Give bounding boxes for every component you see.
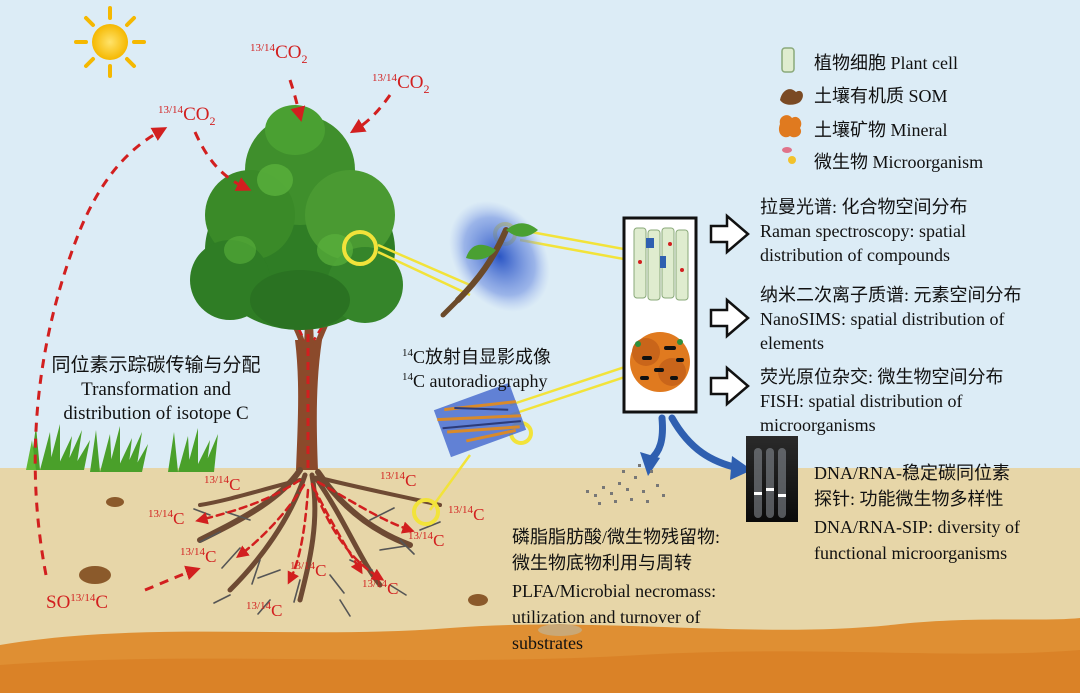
method-nanosims-zh: 纳米二次离子质谱: 元素空间分布	[760, 285, 1022, 305]
autoradiography-zh: 14C放射自显影成像	[402, 347, 552, 367]
c-label-4: 13/14C	[448, 504, 485, 524]
plant-cell-icon	[781, 47, 795, 73]
som-icon	[780, 89, 803, 105]
c-label-5: 13/14C	[408, 530, 445, 550]
sip-en2: functional microorganisms	[814, 543, 1008, 563]
c-label-6: 13/14C	[180, 546, 217, 566]
c-label-8: 13/14C	[362, 578, 399, 598]
method-raman-en1: Raman spectroscopy: spatial	[760, 221, 966, 241]
method-fish-en2: microorganisms	[760, 415, 876, 435]
microorganism-icon	[782, 147, 796, 164]
plfa-dots	[586, 464, 665, 505]
method-raman-zh: 拉曼光谱: 化合物空间分布	[760, 197, 968, 217]
blue-arrowhead-left	[640, 452, 660, 476]
method-nanosims-en2: elements	[760, 333, 824, 353]
so-c-label: SO13/14C	[46, 592, 109, 613]
c-label-3: 13/14C	[148, 508, 185, 528]
mineral-icon	[778, 115, 802, 138]
legend-microorganism: 微生物 Microorganism	[814, 152, 984, 172]
method-fish-en1: FISH: spatial distribution of	[760, 391, 963, 411]
co2-flow-arrows	[33, 79, 392, 592]
legend-som: 土壤有机质 SOM	[814, 86, 948, 106]
soil-particles	[79, 497, 582, 636]
plfa-en3: substrates	[512, 633, 583, 653]
root-autoradiography-image	[433, 382, 527, 458]
plfa-en2: utilization and turnover of	[512, 607, 701, 627]
isotope-transport-en2: distribution of isotope C	[63, 403, 249, 424]
co2-label-right: 13/14CO2	[372, 72, 430, 96]
plfa-zh2: 微生物底物利用与周转	[512, 553, 692, 573]
method-fish-zh: 荧光原位杂交: 微生物空间分布	[760, 367, 1004, 387]
method-arrows	[709, 213, 750, 407]
autoradiography-seedling	[440, 200, 550, 318]
imaging-panel	[622, 216, 698, 414]
autoradiography-en: 14C autoradiography	[402, 371, 548, 391]
method-raman-en2: distribution of compounds	[760, 245, 950, 265]
blue-arrowhead-right	[730, 456, 752, 480]
tree-roots	[193, 467, 442, 617]
c-label-7: 13/14C	[290, 560, 327, 580]
grass-tufts	[26, 424, 218, 472]
dna-sip-gel-image	[746, 436, 798, 522]
sip-en1: DNA/RNA-SIP: diversity of	[814, 517, 1020, 537]
legend-mineral: 土壤矿物 Mineral	[814, 120, 948, 140]
isotope-transport-zh: 同位素示踪碳传输与分配	[51, 355, 261, 376]
plfa-en1: PLFA/Microbial necromass:	[512, 581, 717, 601]
blue-flow-arrows	[646, 414, 742, 472]
sip-zh2: 探针: 功能微生物多样性	[814, 489, 1004, 509]
tree-canopy	[190, 105, 403, 330]
callout-lines	[377, 228, 641, 511]
isotope-transport-en1: Transformation and	[81, 379, 231, 400]
c-label-1: 13/14C	[204, 474, 241, 494]
sip-zh1: DNA/RNA-稳定碳同位素	[814, 463, 1010, 483]
soil-layer	[0, 468, 1080, 693]
c-label-9: 13/14C	[246, 600, 283, 620]
sun-icon	[74, 6, 146, 78]
plfa-zh1: 磷脂脂肪酸/微生物残留物:	[512, 527, 721, 547]
co2-label-top: 13/14CO2	[250, 42, 308, 66]
c-label-2: 13/14C	[380, 470, 417, 490]
legend-plant-cell: 植物细胞 Plant cell	[814, 53, 958, 73]
co2-label-left: 13/14CO2	[158, 104, 216, 128]
method-nanosims-en1: NanoSIMS: spatial distribution of	[760, 309, 1005, 329]
